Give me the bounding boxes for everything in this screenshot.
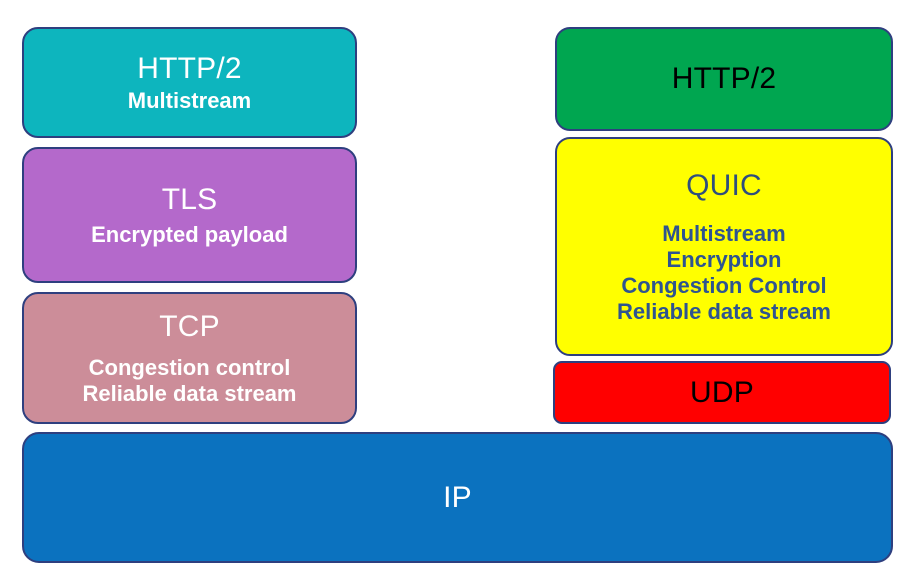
layer-feature: Reliable data stream [82, 380, 297, 406]
layer-feature: Reliable data stream [617, 299, 831, 325]
layer-box-http2-right: HTTP/2 [555, 27, 893, 131]
layer-features-http2-left: Multistream [128, 88, 251, 114]
layer-title-ip: IP [443, 480, 472, 514]
layer-box-http2-left: HTTP/2 Multistream [22, 27, 357, 138]
layer-feature: Multistream [662, 221, 786, 247]
layer-title-quic: QUIC [686, 168, 762, 202]
layer-box-ip: IP [22, 432, 893, 563]
layer-box-tcp: TCP Congestion control Reliable data str… [22, 292, 357, 424]
layer-title-tcp: TCP [159, 310, 220, 344]
layer-feature: Congestion control [88, 354, 291, 380]
layer-box-udp: UDP [553, 361, 891, 424]
layer-box-quic: QUIC Multistream Encryption Congestion C… [555, 137, 893, 356]
layer-features-tcp: Congestion control Reliable data stream [83, 355, 297, 407]
layer-feature: Encrypted payload [91, 221, 288, 247]
layer-features-tls: Encrypted payload [91, 222, 288, 248]
layer-title-http2-right: HTTP/2 [671, 62, 777, 96]
layer-feature: Congestion Control [621, 273, 827, 299]
layer-feature: Encryption [666, 247, 782, 273]
layer-title-udp: UDP [690, 375, 754, 409]
layer-box-tls: TLS Encrypted payload [22, 147, 357, 283]
layer-title-http2-left: HTTP/2 [137, 51, 242, 85]
layer-features-quic: Multistream Encryption Congestion Contro… [617, 221, 831, 325]
layer-feature: Multistream [127, 88, 252, 114]
layer-title-tls: TLS [161, 183, 218, 217]
